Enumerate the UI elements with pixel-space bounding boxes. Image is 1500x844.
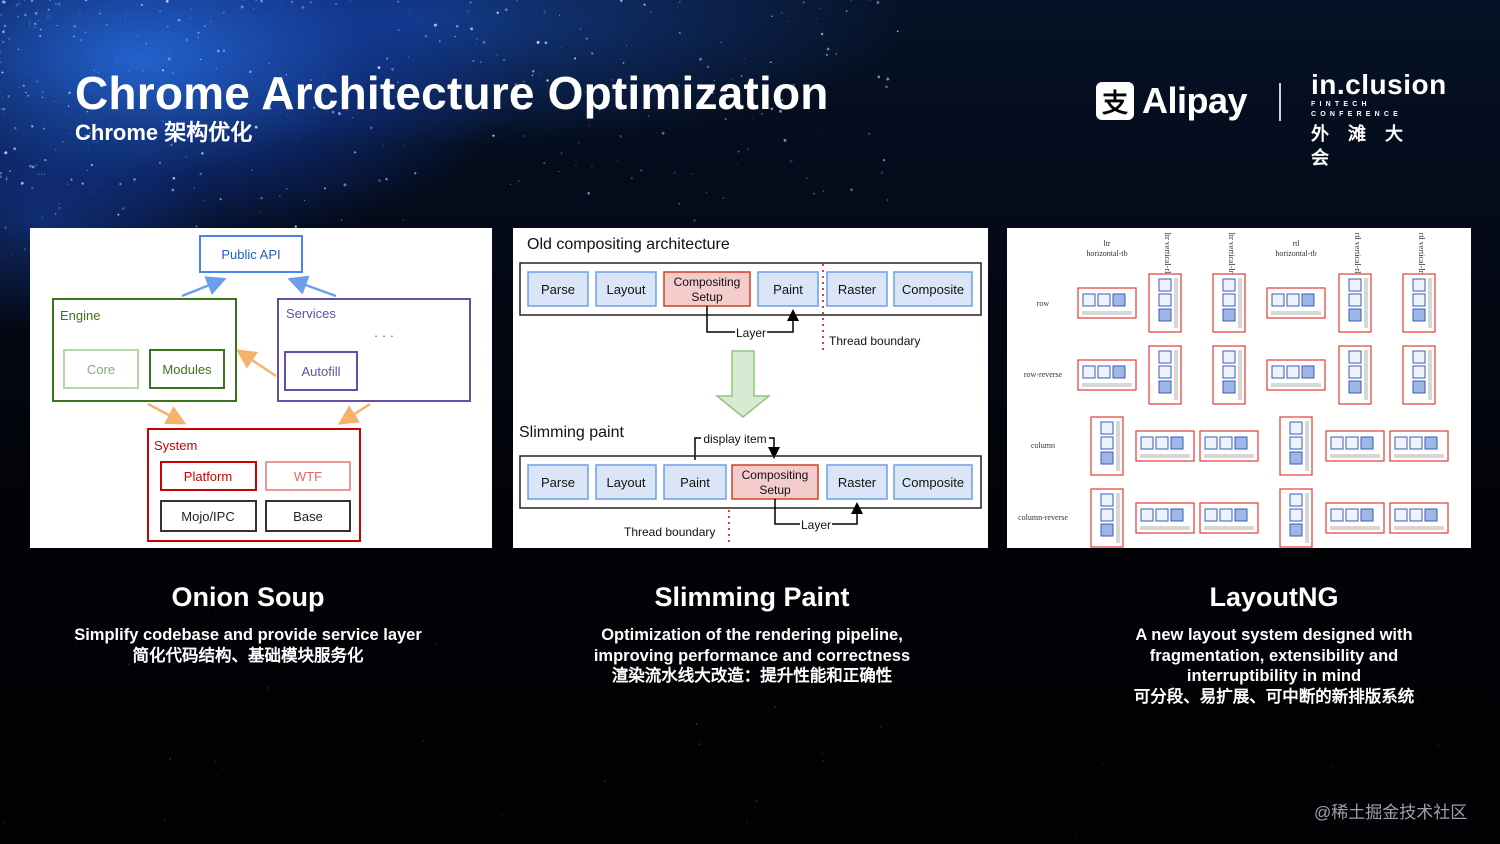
transition-arrow	[714, 350, 772, 418]
col-rtl-vlr: rtl vertical-lr	[1417, 233, 1426, 274]
slimming-paint-desc-en-2: improving performance and correctness	[593, 646, 911, 665]
slimming-paint-heading: Slimming Paint	[654, 582, 850, 612]
old-layout: Layout	[606, 282, 645, 297]
watermark: @稀土掘金技术社区	[1314, 803, 1468, 822]
new-parse: Parse	[541, 475, 575, 490]
inclusion-logo-tagline: FINTECH CONFERENCE	[1311, 101, 1403, 118]
new-paint: Paint	[680, 475, 710, 490]
display-item-label: display item	[703, 432, 766, 446]
onion-soup-desc-cn: 简化代码结构、基础模块服务化	[132, 646, 364, 665]
logo-divider	[1279, 83, 1281, 121]
col-ltr-htb-line2: horizontal-tb	[1086, 249, 1127, 258]
modules-label: Modules	[162, 362, 212, 377]
slimming-paint-diagram: Old compositing architecture Parse Layou…	[513, 228, 988, 548]
old-raster: Raster	[838, 282, 877, 297]
inclusion-logo-chinese: 外滩大会	[1311, 124, 1422, 168]
new-thread-boundary: Thread boundary	[624, 525, 715, 539]
old-compositing: Compositing	[674, 275, 741, 289]
alipay-logo: 支 Alipay	[1096, 80, 1248, 122]
new-compositing: Compositing	[742, 468, 809, 482]
new-layer-label: Layer	[801, 518, 831, 532]
onion-soup-caption: Onion Soup Simplify codebase and provide…	[30, 582, 466, 666]
row-label-row: row	[1037, 299, 1050, 308]
onion-soup-heading: Onion Soup	[171, 582, 325, 612]
layoutng-heading: LayoutNG	[1209, 582, 1339, 612]
core-label: Core	[87, 362, 115, 377]
services-label: Services	[286, 306, 336, 321]
old-parse: Parse	[541, 282, 575, 297]
autofill-label: Autofill	[301, 364, 340, 379]
inclusion-logo: in.clusion FINTECH CONFERENCE 外滩大会	[1311, 70, 1456, 170]
new-layout: Layout	[606, 475, 645, 490]
row-label-column-reverse: column-reverse	[1018, 513, 1068, 522]
col-ltr-vlr: ltr vertical-lr	[1227, 233, 1236, 274]
old-thread-boundary: Thread boundary	[829, 334, 920, 348]
engine-label: Engine	[60, 308, 100, 323]
row-label-row-reverse: row-reverse	[1024, 370, 1063, 379]
col-rtl-htb-line2: horizontal-tb	[1275, 249, 1316, 258]
slimming-paint-desc-en-1: Optimization of the rendering pipeline,	[601, 626, 903, 644]
layoutng-desc-en-2: fragmentation, extensibility and	[1149, 646, 1399, 665]
onion-soup-desc-en: Simplify codebase and provide service la…	[74, 626, 422, 644]
old-composite: Composite	[902, 282, 964, 297]
platform-label: Platform	[184, 469, 232, 484]
new-composite: Composite	[902, 475, 964, 490]
slide-subtitle: Chrome 架构优化	[75, 120, 253, 145]
old-layer-label: Layer	[736, 326, 766, 340]
onion-soup-diagram: Public API Engine Core Modules Services …	[30, 228, 492, 548]
slimming-paint-desc-cn: 渲染流水线大改造：提升性能和正确性	[611, 667, 893, 685]
alipay-logo-mark: 支	[1096, 82, 1134, 120]
base-label: Base	[293, 509, 323, 524]
flex-samples-grid	[1077, 273, 1449, 548]
layoutng-diagram: ltr horizontal-tb ltr vertical-rl ltr ve…	[1007, 228, 1471, 548]
old-compositing-title: Old compositing architecture	[527, 236, 730, 253]
layoutng-desc-en-1: A new layout system designed with	[1135, 626, 1413, 644]
old-setup: Setup	[691, 290, 723, 304]
services-ellipsis: · · ·	[374, 328, 394, 343]
col-ltr-htb-line1: ltr	[1103, 239, 1110, 248]
alipay-logo-text: Alipay	[1142, 80, 1248, 121]
slimming-paint-title: Slimming paint	[519, 424, 624, 441]
col-ltr-vrl: ltr vertical-rl	[1163, 233, 1172, 274]
system-label: System	[154, 438, 197, 453]
slimming-paint-caption: Slimming Paint Optimization of the rende…	[552, 582, 952, 687]
new-raster: Raster	[838, 475, 877, 490]
mojo-ipc-label: Mojo/IPC	[181, 509, 234, 524]
col-rtl-vrl: rtl vertical-rl	[1353, 233, 1362, 274]
slide-title: Chrome Architecture Optimization	[75, 67, 829, 119]
col-rtl-htb-line1: rtl	[1292, 239, 1300, 248]
layoutng-caption: LayoutNG A new layout system designed wi…	[1099, 582, 1449, 707]
row-label-column: column	[1031, 441, 1055, 450]
wtf-label: WTF	[294, 469, 322, 484]
inclusion-logo-name: in.clusion	[1311, 69, 1447, 100]
layoutng-desc-cn: 可分段、易扩展、可中断的新排版系统	[1133, 687, 1415, 706]
public-api-label: Public API	[221, 247, 280, 262]
layoutng-desc-en-3: interruptibility in mind	[1186, 667, 1362, 685]
new-setup: Setup	[759, 483, 791, 497]
old-paint: Paint	[773, 282, 803, 297]
